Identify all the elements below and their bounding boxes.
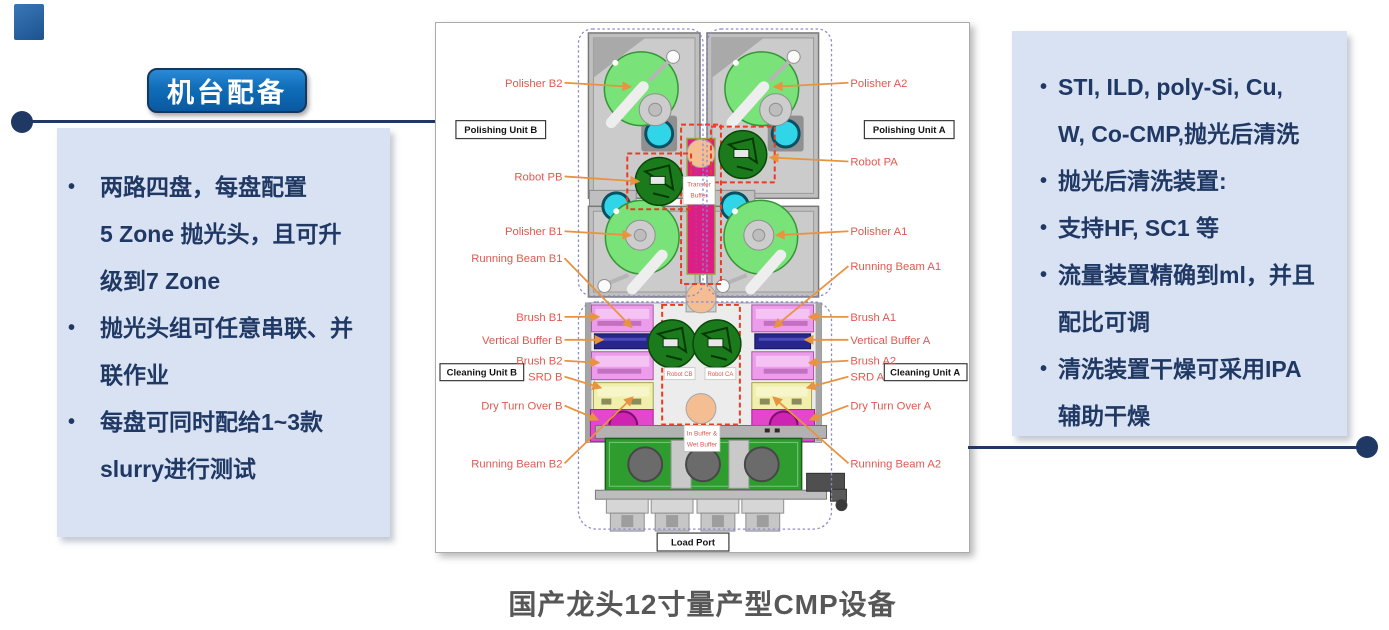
cleaning-unit-a-label: Cleaning Unit A	[890, 368, 960, 379]
label-running-beam-a2: Running Beam A2	[850, 458, 941, 470]
robot-pa	[717, 129, 768, 180]
right-feature-list: STI, ILD, poly-Si, Cu, W, Co-CMP,抛光后清洗 抛…	[1012, 31, 1347, 440]
label-vertical-buffer-a: Vertical Buffer A	[850, 335, 930, 347]
robot-ca	[692, 318, 742, 369]
unit-label-boxes: Polishing Unit B Polishing Unit A Cleani…	[439, 120, 968, 552]
decorative-corner-square	[14, 4, 44, 40]
list-item: 流量装置精确到ml，并且 配比可调	[1012, 252, 1347, 346]
label-brush-a1: Brush A1	[850, 312, 896, 324]
list-item: 抛光后清洗装置:	[1012, 158, 1347, 205]
slide-caption: 国产龙头12寸量产型CMP设备	[508, 589, 897, 620]
label-brush-a2: Brush A2	[850, 356, 896, 368]
label-polisher-a2: Polisher A2	[850, 78, 907, 90]
callout-labels: Polisher B2 Robot PB Polisher B1 Running…	[471, 78, 941, 471]
transfer-buffer-label-line2: Buffer	[690, 192, 708, 199]
left-line-dot	[11, 111, 33, 133]
transfer-buffer-label-line1: Transfer	[687, 181, 712, 188]
list-item: STI, ILD, poly-Si, Cu, W, Co-CMP,抛光后清洗	[1012, 64, 1347, 158]
transfer-zone	[680, 123, 722, 286]
wafer-cleaning	[685, 393, 717, 424]
list-item: 抛光头组可任意串联、并 联作业	[57, 305, 390, 399]
service-cart	[806, 472, 848, 512]
leader-lines	[563, 81, 850, 465]
polisher-b2-platen	[604, 50, 679, 125]
robot-cb	[647, 318, 698, 369]
label-robot-pa: Robot PA	[850, 156, 898, 168]
cleaning-stack-a	[751, 304, 816, 442]
cleaning-unit-b-label: Cleaning Unit B	[447, 368, 518, 379]
right-connector-line	[968, 446, 1358, 449]
right-feature-panel: STI, ILD, poly-Si, Cu, W, Co-CMP,抛光后清洗 抛…	[1012, 31, 1347, 436]
polisher-a2-platen	[725, 50, 800, 125]
polishing-unit-b-label: Polishing Unit B	[464, 125, 537, 136]
label-dry-turn-over-b: Dry Turn Over B	[481, 401, 562, 413]
label-srd-a: SRD A	[850, 372, 884, 384]
cmp-tool-diagram-svg: Robot CB Robot CA	[439, 28, 968, 552]
wafer-mid	[685, 282, 717, 314]
load-ports	[605, 498, 785, 532]
label-polisher-b2: Polisher B2	[505, 78, 563, 90]
left-feature-panel: 两路四盘，每盘配置 5 Zone 抛光头，且可升 级到7 Zone 抛光头组可任…	[57, 128, 390, 537]
label-running-beam-b1: Running Beam B1	[471, 253, 562, 265]
list-item: 每盘可同时配给1~3款 slurry进行测试	[57, 399, 390, 493]
robot-pb	[634, 156, 685, 207]
transfer-column: Transfer Buffer	[626, 123, 776, 314]
label-brush-b2: Brush B2	[516, 356, 562, 368]
label-running-beam-a1: Running Beam A1	[850, 261, 941, 273]
label-polisher-a1: Polisher A1	[850, 226, 907, 238]
left-connector-line	[30, 120, 435, 123]
polishing-unit-a-label: Polishing Unit A	[873, 125, 946, 136]
left-feature-list: 两路四盘，每盘配置 5 Zone 抛光头，且可升 级到7 Zone 抛光头组可任…	[57, 128, 390, 493]
label-running-beam-b2: Running Beam B2	[471, 458, 562, 470]
list-item: 支持HF, SC1 等	[1012, 205, 1347, 252]
list-item: 两路四盘，每盘配置 5 Zone 抛光头，且可升 级到7 Zone	[57, 164, 390, 305]
label-dry-turn-over-a: Dry Turn Over A	[850, 401, 931, 413]
in-wet-buffer-label-line2: Wet Buffer	[687, 441, 718, 448]
label-brush-b1: Brush B1	[516, 312, 562, 324]
list-item: 清洗装置干燥可采用IPA 辅助干燥	[1012, 346, 1347, 440]
label-robot-pb: Robot PB	[514, 171, 562, 183]
label-vertical-buffer-b: Vertical Buffer B	[482, 335, 562, 347]
robot-ca-label: Robot CA	[707, 372, 733, 378]
cmp-tool-diagram: Robot CB Robot CA	[435, 22, 970, 553]
in-wet-buffer-label-line1: In Buffer &	[687, 430, 718, 437]
label-polisher-b1: Polisher B1	[505, 226, 563, 238]
section-badge: 机台配备	[147, 68, 307, 113]
cleaning-load-outline	[577, 301, 833, 530]
section-badge-label: 机台配备	[167, 78, 287, 108]
cleaning-stack-b	[589, 304, 654, 442]
robot-cb-label: Robot CB	[667, 372, 693, 378]
load-port-label: Load Port	[671, 538, 716, 549]
cleaning-section: Robot CB Robot CA	[584, 302, 823, 443]
label-srd-b: SRD B	[528, 372, 562, 384]
right-line-dot	[1356, 436, 1378, 458]
